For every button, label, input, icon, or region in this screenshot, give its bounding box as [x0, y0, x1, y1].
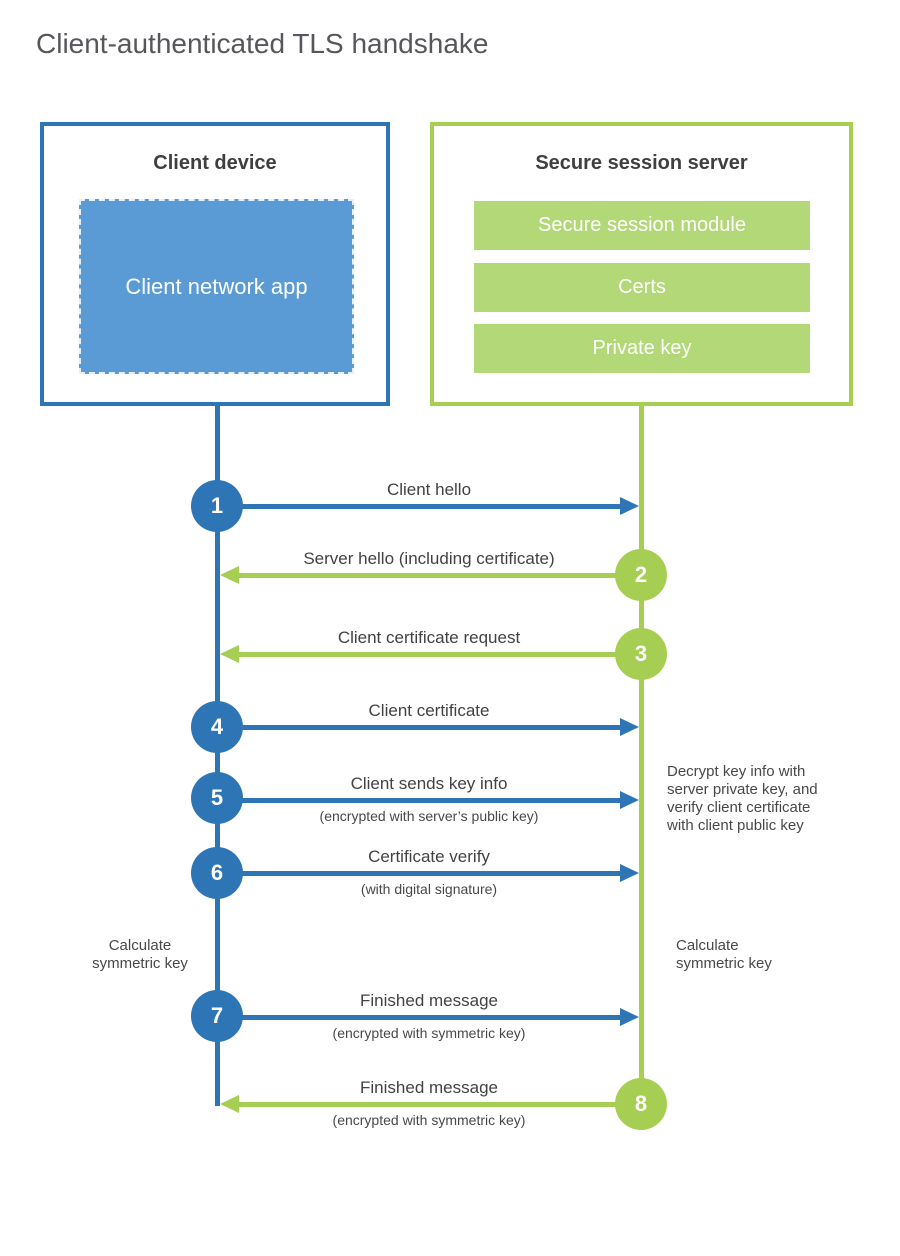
step-circle-4: 4: [191, 701, 243, 753]
arrow-right-icon: [217, 791, 639, 809]
client-device-box: Client device Client network app: [40, 122, 390, 406]
client-lifeline: [215, 406, 220, 1106]
message-sublabel: (encrypted with symmetric key): [332, 1025, 526, 1041]
page-title: Client-authenticated TLS handshake: [36, 28, 489, 59]
message-label: Client certificate: [368, 701, 490, 720]
server-certs-bar: Certs: [474, 263, 810, 312]
server-private-key-bar: Private key: [474, 324, 810, 373]
step-circle-5: 5: [191, 772, 243, 824]
message-sublabel: (encrypted with symmetric key): [332, 1112, 526, 1128]
step-circle-3: 3: [615, 628, 667, 680]
client-network-app-label: Client network app: [125, 273, 308, 299]
secure-session-server-title: Secure session server: [535, 152, 748, 174]
client-network-app-box: Client network app: [79, 199, 354, 374]
arrow-left-icon: [220, 1095, 641, 1113]
arrow-left-icon: [220, 566, 641, 584]
step-circle-8: 8: [615, 1078, 667, 1130]
step-circle-7: 7: [191, 990, 243, 1042]
arrow-right-icon: [217, 864, 639, 882]
message-label: Finished message: [360, 991, 498, 1010]
step-circle-6: 6: [191, 847, 243, 899]
note-decrypt-key-info: Decrypt key info with server private key…: [667, 763, 818, 834]
message-label: Finished message: [360, 1078, 498, 1097]
message-label: Certificate verify: [368, 847, 490, 866]
note-calculate-symmetric-key-client: Calculate symmetric key: [92, 937, 188, 972]
message-sublabel: (with digital signature): [360, 881, 498, 897]
arrow-right-icon: [217, 718, 639, 736]
server-module-bar: Secure session module: [474, 201, 810, 250]
message-label: Client hello: [386, 480, 472, 499]
arrow-right-icon: [217, 497, 639, 515]
arrow-left-icon: [220, 645, 641, 663]
arrow-right-icon: [217, 1008, 639, 1026]
step-circle-2: 2: [615, 549, 667, 601]
secure-session-server-box: Secure session server Secure session mod…: [430, 122, 853, 406]
message-label: Server hello (including certificate): [303, 549, 555, 568]
client-device-title: Client device: [153, 152, 277, 174]
message-label: Client sends key info: [350, 774, 508, 793]
step-circle-1: 1: [191, 480, 243, 532]
message-sublabel: (encrypted with server’s public key): [319, 808, 539, 824]
server-lifeline: [639, 406, 644, 1130]
note-calculate-symmetric-key-server: Calculate symmetric key: [676, 937, 772, 972]
message-label: Client certificate request: [337, 628, 521, 647]
